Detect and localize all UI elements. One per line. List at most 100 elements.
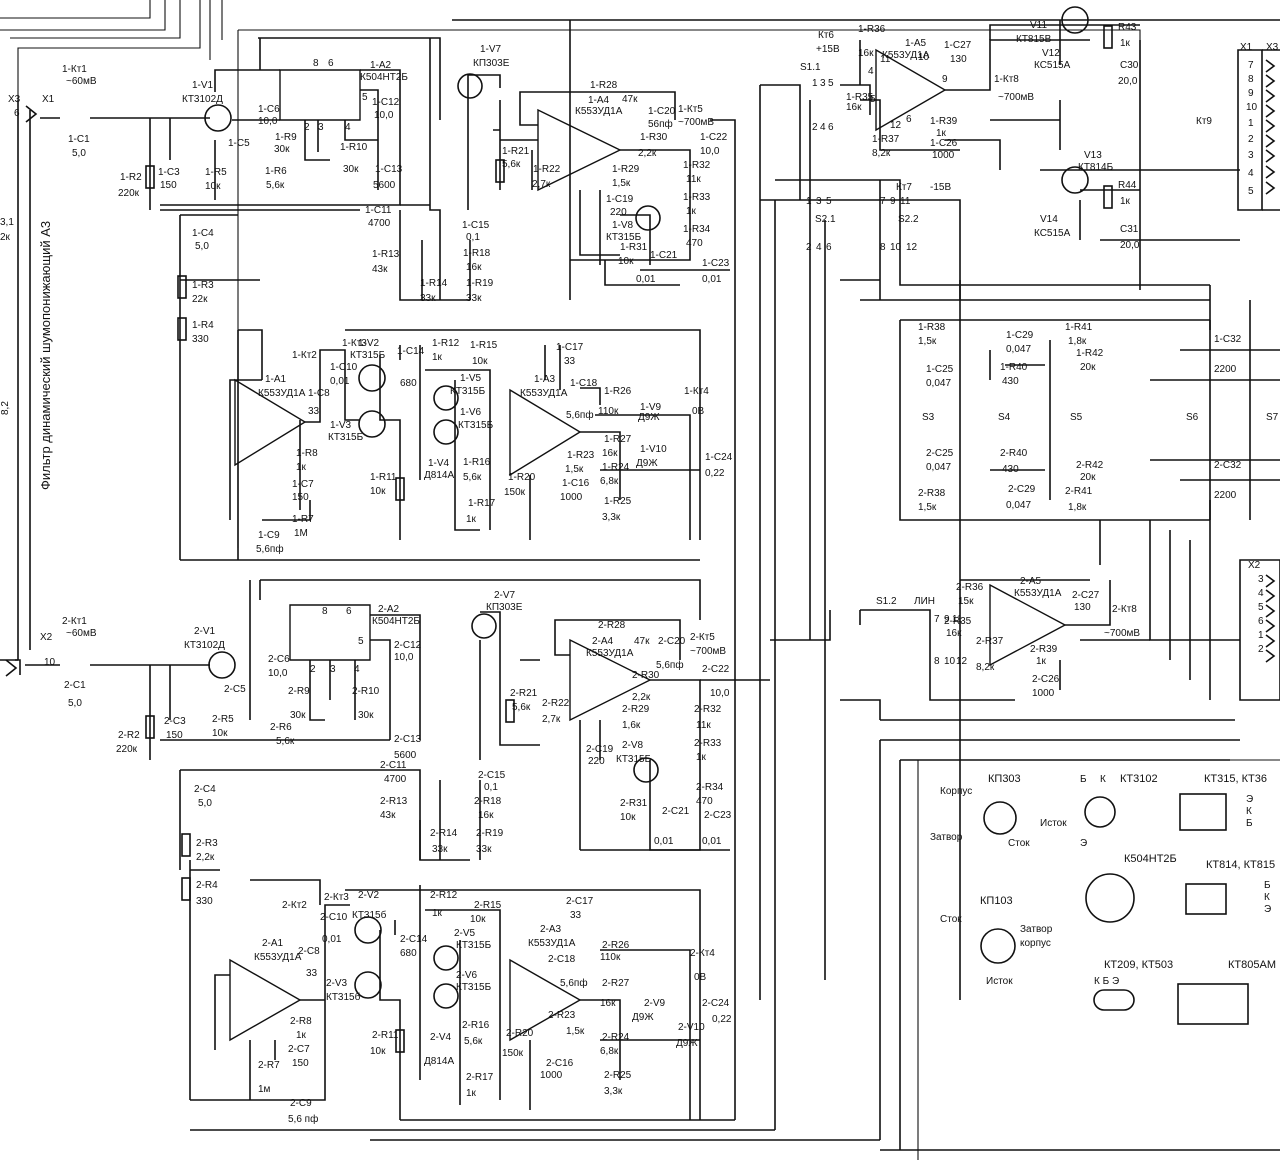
ch1-v4-type: Д814А <box>424 470 454 481</box>
ch2-r31-val: 10к <box>620 812 636 823</box>
fb-c25: 1-С25 <box>926 364 954 375</box>
labels: Фильтр динамический шумопонижающий А3 3,… <box>0 20 1279 1125</box>
ch2-r19-val: 33к <box>476 844 492 855</box>
out1-a5-type: К553УД1А <box>882 50 930 61</box>
out2-lin: ЛИН <box>914 596 935 607</box>
ch2-r12: 2-R12 <box>430 890 458 901</box>
out2-pin: 8 <box>934 656 940 667</box>
ch1-v6-type: КТ315Б <box>458 420 494 431</box>
fb-r42-val: 20к <box>1080 362 1096 373</box>
ch2-r3-val: 2,2к <box>196 852 215 863</box>
ch2-v7-type: КП303Е <box>486 602 523 613</box>
ch1-r30-val: 2,2к <box>638 148 657 159</box>
out1-r35-val: 16к <box>846 102 862 113</box>
ch1-r18-val: 16к <box>466 262 482 273</box>
ch1-r23: 1-R23 <box>567 450 595 461</box>
out2-pin: 7 <box>934 614 940 625</box>
kp303-package-icon <box>983 801 1017 835</box>
ch1-a2-pin8: 8 <box>313 58 319 69</box>
x2-pin: 4 <box>1258 588 1264 599</box>
out1-r37-val: 8,2к <box>872 148 891 159</box>
po-kp103-gate: Затвор <box>1020 924 1053 935</box>
fb-r38b: 2-R38 <box>918 488 946 499</box>
ch2-kt1-val: ~60мВ <box>66 628 97 639</box>
out2-pin: 10 <box>944 656 956 667</box>
ch2-a2-pin6: 6 <box>346 606 352 617</box>
ch2-c3-val: 150 <box>166 730 183 741</box>
out2-kt8-val: ~700мВ <box>1104 628 1140 639</box>
ch2-kt1: 2-Кт1 <box>62 616 87 627</box>
ch1-c10: 1-С10 <box>330 362 358 373</box>
kt3102-package-icon <box>1084 796 1116 828</box>
out1-pin: 10 <box>918 52 930 63</box>
ch1-r13-val: 43к <box>372 264 388 275</box>
ch1-r22-val: 2,7к <box>532 179 551 190</box>
ch1-r6: 1-R6 <box>265 166 287 177</box>
ch2-r7: 2-R7 <box>258 1060 280 1071</box>
ch1-c6-val: 10,0 <box>258 116 278 127</box>
ch2-c3: 2-С3 <box>164 716 186 727</box>
out1-s11: S1.1 <box>800 62 821 73</box>
ch2-r20: 2-R20 <box>506 1028 534 1039</box>
s2-pin: 12 <box>906 242 918 253</box>
ch2-r27-val: 16к <box>600 998 616 1009</box>
ch1-c9-val: 5,6пф <box>256 543 284 555</box>
ch1-r10: 1-R10 <box>340 142 368 153</box>
ch1-v2: 1-V2 <box>358 338 380 349</box>
ch2-r32: 2-R32 <box>694 704 722 715</box>
ch2-r21: 2-R21 <box>510 688 538 699</box>
ch1-r19: 1-R19 <box>466 278 494 289</box>
ch1-c14-val: 680 <box>400 378 417 389</box>
transistor-symbol <box>433 945 459 971</box>
out2-r39: 2-R39 <box>1030 644 1058 655</box>
ch1-c21-val: 0,01 <box>636 274 656 285</box>
ch1-kt3: 1-Кт3 <box>342 338 367 349</box>
ch1-r17: 1-R17 <box>468 498 496 509</box>
ch1-r7: 1-R7 <box>292 514 314 525</box>
ch2-v3-type: КТ315б <box>326 991 361 1003</box>
ch2-c15: 2-С15 <box>478 770 506 781</box>
ch1-c1-val: 5,0 <box>72 148 86 159</box>
ch2-r25-val: 3,3к <box>604 1086 623 1097</box>
ch2-r18-val: 16к <box>478 810 494 821</box>
fb-s5: S5 <box>1070 412 1083 423</box>
ch2-r19: 2-R19 <box>476 828 504 839</box>
ch2-r29: 2-R29 <box>622 704 650 715</box>
ch2-c24: 2-С24 <box>702 998 730 1009</box>
po-kp103: КП103 <box>980 895 1013 907</box>
out2-c27: 2-С27 <box>1072 590 1100 601</box>
s2-pin: 5 <box>826 196 832 207</box>
fb-c32: 1-С32 <box>1214 334 1242 345</box>
po-kt315-e: Э <box>1246 794 1253 805</box>
fb-r42b-val: 20к <box>1080 472 1096 483</box>
fb-c29: 1-С29 <box>1006 330 1034 341</box>
fb-c29-val: 0,047 <box>1006 344 1031 355</box>
out2-pin: 12 <box>956 656 968 667</box>
ch1-c13-val: 5600 <box>373 180 396 191</box>
ch1-r27-val: 16к <box>602 448 618 459</box>
ch2-v8: 2-V8 <box>622 740 644 751</box>
ch1-v9-type: Д9Ж <box>638 412 660 423</box>
pw-kt7-val: -15В <box>930 182 951 193</box>
ch1-v10: 1-V10 <box>640 444 667 455</box>
out1-kt6: Кт6 <box>818 30 834 41</box>
po-k504: К504НТ2Б <box>1124 853 1177 865</box>
ch1-v3-type: КТ315Б <box>328 432 364 443</box>
ch1-c11: 1-С11 <box>365 205 392 216</box>
fb-s7: S7 <box>1266 412 1279 423</box>
ch1-v10-type: Д9Ж <box>636 458 658 469</box>
x3-label-right: Х3 <box>1266 42 1279 53</box>
ch2-kt4: 2-Кт4 <box>690 948 715 959</box>
ch1-a2-type: К504НТ2Б <box>360 72 408 83</box>
transistor-symbol <box>433 385 459 411</box>
ch1-c1: 1-С1 <box>68 134 90 145</box>
ch1-r5: 1-R5 <box>205 167 227 178</box>
out1-s11-pin: 1 <box>812 78 818 89</box>
ch2-a1-type: К553УД1А <box>254 952 302 963</box>
ch2-c8: 2-С8 <box>298 946 320 957</box>
out1-s11-pin: 5 <box>828 78 834 89</box>
ch2-r14-val: 33к <box>432 844 448 855</box>
ch1-r26-val: 110к <box>598 406 619 417</box>
pw-v12: V12 <box>1042 48 1060 59</box>
